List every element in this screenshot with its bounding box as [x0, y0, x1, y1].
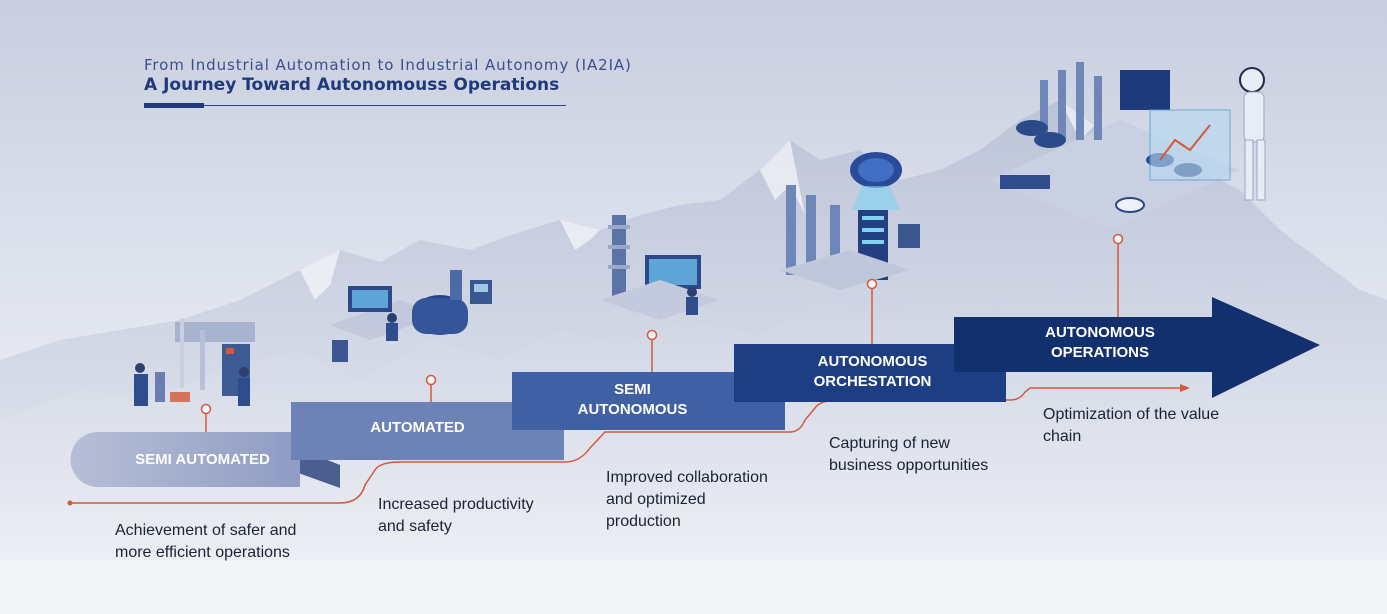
stage-3-benefit-line-3: production: [606, 513, 681, 530]
smart-factory-robot-icon: [990, 62, 1266, 230]
title-underline: [144, 105, 566, 106]
stage-4-label-line-2: ORCHESTATION: [813, 373, 932, 390]
stage-3-benefit-line-2: and optimized: [606, 491, 706, 508]
stage-steps: [70, 297, 1320, 488]
stage-2-label: AUTOMATED: [320, 418, 515, 438]
page-title: A Journey Toward Autonomouss Operations: [144, 75, 560, 95]
title-underline-accent: [144, 103, 204, 108]
timeline-connector: [67, 233, 1190, 506]
stage-3-label-line-2: AUTONOMOUS: [577, 401, 688, 418]
stage-5-label-line-1: AUTONOMOUS: [1045, 324, 1155, 341]
stage-4-benefit-line-2: business opportunities: [829, 457, 989, 474]
stage-3-benefit-line-1: Improved collaboration: [606, 469, 768, 486]
stage-5-benefit-line-1: Optimization of the value: [1043, 406, 1220, 423]
stage-2-benefit-line-2: and safety: [378, 518, 452, 535]
stage-4-label: AUTONOMOUS ORCHESTATION: [770, 352, 975, 392]
stage-1-step: [70, 432, 300, 487]
header-subtitle: From Industrial Automation to Industrial…: [144, 56, 632, 74]
stage-5-benefit-line-2: chain: [1043, 428, 1082, 445]
stage-4-label-line-1: AUTONOMOUS: [817, 353, 928, 370]
stage-2-benefit-line-1: Increased productivity: [378, 496, 534, 513]
stage-3-label: SEMI AUTONOMOUS: [540, 380, 725, 420]
stage-5-benefit: Optimization of the value chain: [1043, 404, 1219, 448]
stage-1-label-line: SEMI AUTOMATED: [135, 451, 270, 468]
distillation-tower-icon: [600, 215, 720, 320]
stage-2-benefit: Increased productivity and safety: [378, 494, 534, 538]
stage-1-benefit-line-2: more efficient operations: [115, 544, 290, 561]
stage-5-label: AUTONOMOUS OPERATIONS: [1010, 323, 1190, 363]
stage-5-label-line-2: OPERATIONS: [1050, 344, 1150, 361]
stage-2-label-line: AUTOMATED: [370, 419, 465, 436]
control-room-icon: [330, 270, 492, 362]
stage-1-benefit-line-1: Achievement of safer and: [115, 522, 297, 539]
stage-3-benefit: Improved collaboration and optimized pro…: [606, 467, 768, 533]
ai-brain-icon: [780, 152, 920, 290]
stage-5-arrow: [954, 297, 1320, 398]
stage-1-label: SEMI AUTOMATED: [110, 450, 295, 470]
stage-1-benefit: Achievement of safer and more efficient …: [115, 520, 296, 564]
stage-3-label-line-1: SEMI: [614, 381, 651, 398]
stage-4-benefit-line-1: Capturing of new: [829, 435, 950, 452]
pipeline-worker-icon: [134, 318, 255, 406]
stage-4-benefit: Capturing of new business opportunities: [829, 433, 988, 477]
